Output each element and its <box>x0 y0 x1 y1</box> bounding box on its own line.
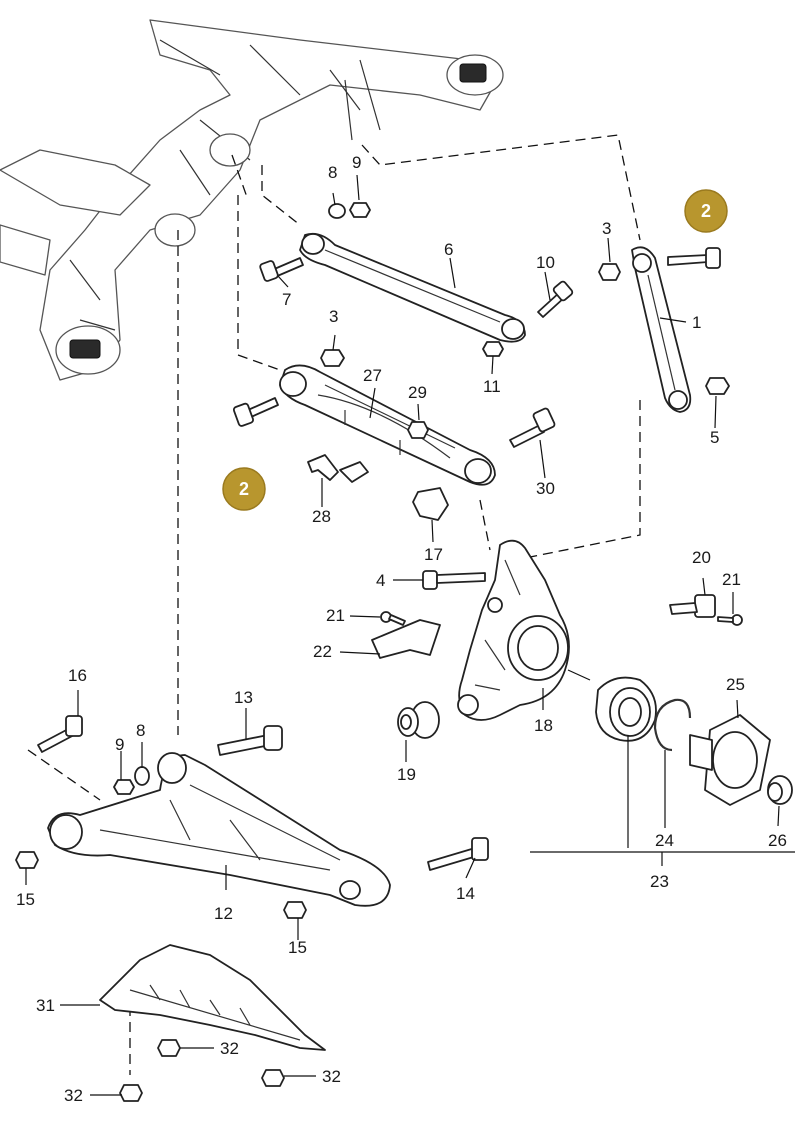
bracket-22 <box>371 619 441 659</box>
callout-18: 18 <box>534 716 553 735</box>
callout-30: 30 <box>536 479 555 498</box>
callout-23: 23 <box>650 872 669 891</box>
callout-16: 16 <box>68 666 87 685</box>
bolt-13 <box>217 725 283 756</box>
callout-9-bottom: 9 <box>115 735 124 754</box>
callout-4: 4 <box>376 571 385 590</box>
nut-3-right <box>598 263 621 281</box>
callout-32-a: 32 <box>220 1039 239 1058</box>
nuts-32 <box>119 1039 285 1102</box>
sensor-20 <box>669 594 716 618</box>
nut-17 <box>412 487 449 521</box>
screw-21-right <box>717 614 743 626</box>
bolt-7 <box>259 257 304 282</box>
badge-circle <box>684 189 728 233</box>
bolt-10 <box>537 280 574 318</box>
bolt-14 <box>427 837 489 871</box>
callout-14: 14 <box>456 884 475 903</box>
bolt-4 <box>422 570 486 590</box>
callout-8-bottom: 8 <box>136 721 145 740</box>
callout-3-left: 3 <box>329 307 338 326</box>
wheel-bearing <box>595 676 657 742</box>
bolt-30 <box>509 407 556 448</box>
callout-25: 25 <box>726 675 745 694</box>
nut-3-left <box>320 349 345 367</box>
wheel-hub-25 <box>689 714 771 806</box>
callout-8-top: 8 <box>328 163 337 182</box>
bolt-16 <box>37 715 83 753</box>
callout-6: 6 <box>444 240 453 259</box>
callout-19: 19 <box>397 765 416 784</box>
toe-link-1 <box>631 246 692 413</box>
callout-27: 27 <box>363 366 382 385</box>
bolt-2-left <box>232 397 279 427</box>
callout-11: 11 <box>483 377 501 396</box>
bushing-19 <box>397 701 440 739</box>
callout-5: 5 <box>710 428 719 447</box>
callout-15-left: 15 <box>16 890 35 909</box>
callout-3-right: 3 <box>602 219 611 238</box>
callout-29: 29 <box>408 383 427 402</box>
hub-nut-26 <box>767 775 793 805</box>
callout-9-top: 9 <box>352 153 361 172</box>
nut-15-bottom <box>283 901 307 919</box>
callout-32-b: 32 <box>322 1067 341 1086</box>
clip-28 <box>307 454 369 483</box>
callout-32-c: 32 <box>64 1086 83 1105</box>
callout-21-left: 21 <box>326 606 345 625</box>
nut-11 <box>482 341 504 357</box>
nut-15-left <box>15 851 39 869</box>
callout-labels: 1 3 3 4 5 6 7 8 8 9 9 10 11 12 13 14 15 … <box>16 153 787 1105</box>
underbody-shield-31 <box>99 944 326 1051</box>
circlip-24 <box>653 698 692 752</box>
washer-8-bottom <box>134 766 150 786</box>
callout-1: 1 <box>692 313 701 332</box>
screw-21-left <box>380 611 406 626</box>
callout-17: 17 <box>424 545 443 564</box>
callout-7: 7 <box>282 290 291 309</box>
lower-control-arm-12 <box>47 752 391 907</box>
bolt-2-right <box>667 247 721 269</box>
badge-2-top-text: 2 <box>701 201 711 221</box>
control-arm-6 <box>299 232 526 343</box>
callout-24: 24 <box>655 831 674 850</box>
callout-26: 26 <box>768 831 787 850</box>
nut-5 <box>705 377 730 395</box>
callout-15-bottom: 15 <box>288 938 307 957</box>
callout-28: 28 <box>312 507 331 526</box>
nut-29 <box>407 421 429 439</box>
callout-10: 10 <box>536 253 555 272</box>
reference-badge-2-top: 2 <box>684 189 728 233</box>
camber-arm-27 <box>279 364 496 486</box>
washer-8-top <box>328 203 346 219</box>
wheel-carrier-18 <box>457 539 570 721</box>
badge-2-left-text: 2 <box>239 479 249 499</box>
nut-9-top <box>349 202 371 218</box>
callout-13: 13 <box>234 688 253 707</box>
nut-9-bottom <box>113 779 135 795</box>
leader-lines <box>25 174 795 1096</box>
callout-31: 31 <box>36 996 55 1015</box>
callout-12: 12 <box>214 904 233 923</box>
rear-subframe <box>0 19 504 381</box>
callout-21-right: 21 <box>722 570 741 589</box>
callout-22: 22 <box>313 642 332 661</box>
reference-badge-2-left: 2 <box>222 467 266 511</box>
badge-circle <box>222 467 266 511</box>
assembly-lines <box>27 134 641 1075</box>
callout-20: 20 <box>692 548 711 567</box>
